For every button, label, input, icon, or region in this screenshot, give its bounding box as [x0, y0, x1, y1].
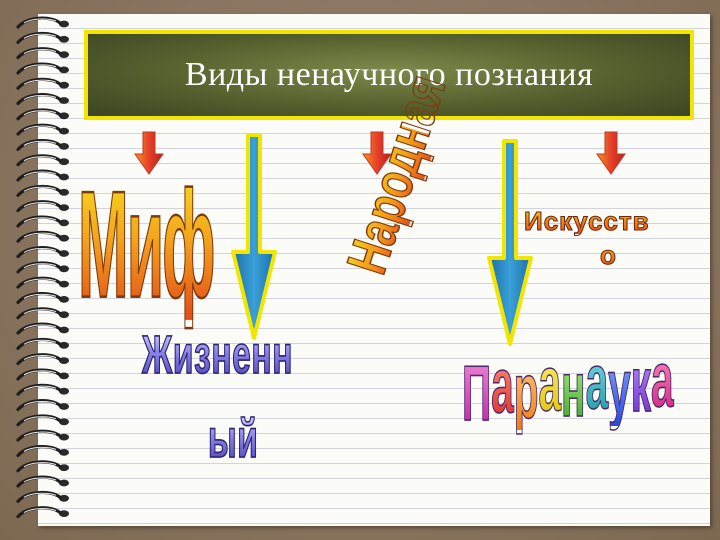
red-down-arrow-icon — [362, 131, 392, 175]
wordart-para: Паранаука — [462, 339, 674, 433]
wordart-para-letter: у — [608, 343, 631, 431]
spiral-binding-ring-icon — [16, 399, 69, 412]
wordart-life-line1: Жизненн — [142, 325, 294, 385]
spiral-binding-ring-icon — [16, 383, 69, 396]
wordart-art-line2: о — [600, 240, 617, 270]
spiral-binding-ring-icon — [16, 169, 69, 182]
blue-down-arrow-icon — [231, 133, 277, 340]
title-box: Виды ненаучного познания — [84, 30, 694, 120]
wordart-para-letter: а — [585, 337, 609, 425]
spiral-binding-ring-icon — [16, 506, 69, 519]
wordart-para-letter: к — [630, 340, 651, 428]
wordart-life-line2: ый — [208, 409, 259, 469]
wordart-para-letter: а — [491, 341, 514, 429]
spiral-binding — [16, 16, 69, 519]
spiral-binding-ring-icon — [16, 108, 69, 121]
spiral-binding-ring-icon — [16, 353, 69, 366]
wordart-para-letter: н — [561, 345, 586, 433]
wordart-para-letter: а — [538, 339, 562, 427]
spiral-binding-ring-icon — [16, 292, 69, 304]
spiral-binding-ring-icon — [16, 93, 69, 106]
spiral-binding-ring-icon — [16, 123, 69, 136]
spiral-binding-ring-icon — [16, 62, 69, 75]
spiral-binding-ring-icon — [16, 460, 69, 473]
red-down-arrow-icon — [134, 131, 164, 175]
spiral-binding-ring-icon — [16, 184, 69, 197]
blue-down-arrow-icon — [487, 139, 533, 346]
spiral-binding-ring-icon — [16, 307, 69, 320]
wordart-art-line1: Искусств — [524, 206, 650, 236]
spiral-binding-ring-icon — [16, 475, 69, 488]
spiral-binding-ring-icon — [16, 414, 69, 427]
spiral-binding-ring-icon — [16, 261, 69, 274]
slide-title: Виды ненаучного познания — [184, 56, 594, 93]
wordart-para-letter: а — [650, 335, 674, 423]
spiral-binding-ring-icon — [16, 230, 69, 243]
red-down-arrow-icon — [596, 131, 626, 175]
wordart-myth: Миф — [78, 158, 216, 330]
spiral-binding-ring-icon — [16, 47, 69, 60]
spiral-binding-ring-icon — [16, 31, 69, 44]
spiral-binding-ring-icon — [16, 246, 69, 259]
spiral-binding-ring-icon — [16, 200, 69, 213]
spiral-binding-ring-icon — [16, 368, 69, 381]
wordart-para-letter: р — [513, 347, 539, 435]
spiral-binding-ring-icon — [16, 215, 69, 228]
spiral-binding-ring-icon — [16, 337, 69, 350]
spiral-binding-ring-icon — [16, 490, 69, 503]
spiral-binding-ring-icon — [16, 445, 69, 457]
spiral-binding-ring-icon — [16, 139, 69, 151]
spiral-binding-ring-icon — [16, 154, 69, 167]
spiral-binding-ring-icon — [16, 276, 69, 289]
wordart-para-letter: П — [462, 349, 492, 437]
spiral-binding-ring-icon — [16, 429, 69, 442]
spiral-binding-ring-icon — [16, 16, 69, 29]
spiral-binding-ring-icon — [16, 77, 69, 90]
spiral-binding-ring-icon — [16, 322, 69, 335]
